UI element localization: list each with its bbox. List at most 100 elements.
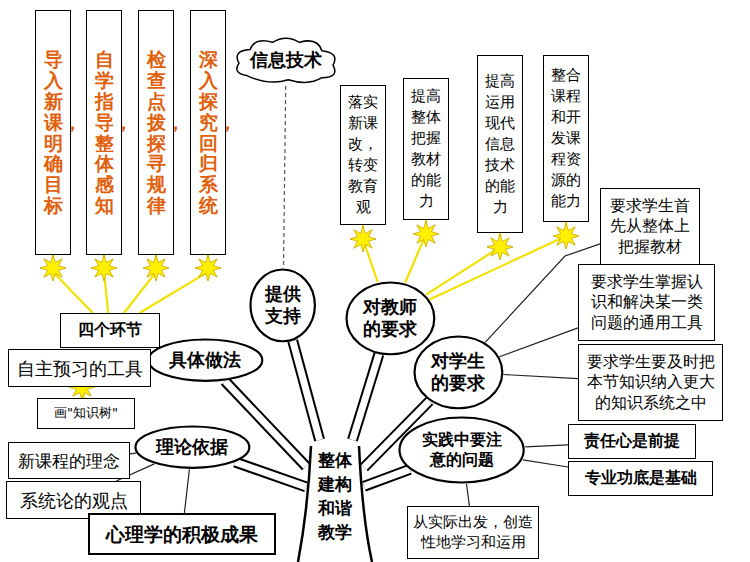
node-label: 新课程的理念 — [18, 450, 120, 472]
starburst — [487, 234, 513, 260]
connector-line — [523, 460, 568, 467]
connector-line — [426, 233, 500, 295]
node-label: 四个环节 — [78, 320, 142, 341]
node-label: 要求学生掌握认识和解决某一类问题的通用工具 — [584, 272, 709, 334]
node-label: 责任心是前提 — [584, 431, 680, 452]
basis-box: 新课程的理念 — [8, 442, 130, 479]
branch-fill — [235, 462, 306, 487]
note-box: 责任心是前提 — [568, 424, 696, 459]
node-label: 提高整体把握教材的能力 — [410, 86, 442, 212]
connector-line — [430, 222, 567, 300]
connector-path — [184, 469, 189, 513]
connector-path — [467, 484, 470, 506]
node-label: 检查点拨，探寻规律 — [147, 49, 166, 216]
node-label: 专业功底是基础 — [585, 468, 697, 489]
starburst — [91, 255, 117, 281]
cloud-node: 信息技术 — [230, 34, 342, 86]
branch-outline — [235, 462, 306, 487]
connector-path — [140, 255, 209, 313]
teacher-box: 提高整体把握教材的能力 — [403, 78, 449, 220]
tree-branch — [293, 341, 320, 440]
branch-ellipse: 实践中要注意的问题 — [398, 416, 525, 484]
note-box: 从实际出发，创造性地学习和运用 — [407, 506, 539, 559]
node-label: 系统论的观点 — [20, 489, 128, 512]
step-box: 导入新课，明确目标 — [35, 10, 71, 255]
connector-line — [467, 484, 470, 506]
connector-line — [140, 255, 209, 313]
node-label: 要求学生首先从整体上把握教材 — [606, 196, 694, 258]
connector-path — [525, 445, 568, 447]
tree-trunk — [359, 446, 372, 562]
starburst — [553, 223, 579, 249]
starburst — [195, 255, 221, 281]
branch-ellipse: 理论依据 — [134, 425, 251, 469]
basis-box: 心理学的积极成果 — [88, 513, 276, 555]
node-label: 心理学的积极成果 — [106, 522, 258, 547]
connector-path — [284, 86, 286, 268]
node-label: 整合课程和开发课程资源的能力 — [550, 65, 582, 212]
node-label: 自学指导，整体感知 — [95, 49, 114, 216]
node-label: 对教师的要求 — [362, 296, 418, 341]
node-label: 信息技术 — [250, 48, 322, 71]
connector-line — [503, 375, 578, 379]
step-group-box: 四个环节 — [60, 313, 160, 348]
connector-line — [284, 86, 286, 268]
starburst — [350, 226, 376, 252]
step-box: 自学指导，整体感知 — [86, 10, 122, 255]
branch-ellipse: 对教师的要求 — [345, 281, 436, 356]
branch-ellipse: 具体做法 — [147, 338, 264, 382]
note-box: 专业功底是基础 — [568, 461, 713, 496]
connector-path — [503, 375, 578, 379]
connector-line — [525, 445, 568, 447]
tree-trunk — [298, 446, 311, 562]
connector-path — [499, 328, 578, 357]
node-label: 从实际出发，创造性地学习和运用 — [413, 513, 533, 552]
branch-ellipse: 提供支持 — [249, 268, 316, 343]
branch-outline — [353, 354, 379, 440]
node-label: 理论依据 — [154, 436, 230, 459]
branch-outline — [364, 469, 410, 486]
node-label: 对学生的要求 — [430, 350, 486, 395]
branch-ellipse: 对学生的要求 — [413, 335, 504, 410]
starburst — [143, 255, 169, 281]
tool-box: 自主预习的工具 — [8, 349, 151, 387]
node-label: 具体做法 — [167, 349, 243, 372]
student-box: 要求学生要及时把本节知识纳入更大的知识系统之中 — [578, 344, 723, 421]
node-label: 提高运用现代信息技术的能力 — [484, 71, 516, 218]
connector-line — [184, 469, 189, 513]
teacher-box: 整合课程和开发课程资源的能力 — [543, 55, 589, 222]
node-label: 落实新课改，转变教育观 — [347, 92, 379, 218]
node-label: 导入新课，明确目标 — [44, 49, 63, 216]
tree-branch — [353, 354, 379, 440]
starburst — [413, 221, 439, 247]
student-box: 要求学生掌握认识和解决某一类问题的通用工具 — [578, 264, 715, 341]
connector-path — [430, 222, 567, 300]
tree-trunk-node: 整体建构和谐教学 — [306, 440, 364, 554]
branch-fill — [293, 341, 320, 440]
tree-branch — [235, 462, 306, 487]
tree-branch — [364, 469, 410, 486]
connector-path — [130, 453, 136, 455]
branch-outline — [293, 341, 320, 440]
branch-fill — [364, 469, 410, 486]
node-label: 提供支持 — [264, 283, 302, 328]
teacher-box: 提高运用现代信息技术的能力 — [477, 55, 523, 233]
step-box: 深入探究，回归系统 — [190, 10, 226, 255]
node-label: 深入探究，回归系统 — [199, 49, 218, 216]
node-label: 整体建构和谐教学 — [317, 449, 353, 544]
step-box: 检查点拨，探寻规律 — [138, 10, 174, 255]
connector-line — [499, 328, 578, 357]
teacher-box: 落实新课改，转变教育观 — [340, 85, 386, 225]
connector-line — [130, 453, 136, 455]
starburst — [40, 255, 66, 281]
connector-path — [523, 460, 568, 467]
student-box: 要求学生首先从整体上把握教材 — [600, 188, 700, 265]
node-label: 实践中要注意的问题 — [420, 430, 504, 470]
note-box: 画"知识树" — [37, 398, 135, 429]
node-label: 画"知识树" — [54, 405, 118, 422]
branch-fill — [353, 354, 379, 440]
connector-path — [426, 233, 500, 295]
node-label: 要求学生要及时把本节知识纳入更大的知识系统之中 — [584, 352, 717, 414]
node-label: 自主预习的工具 — [17, 357, 143, 380]
